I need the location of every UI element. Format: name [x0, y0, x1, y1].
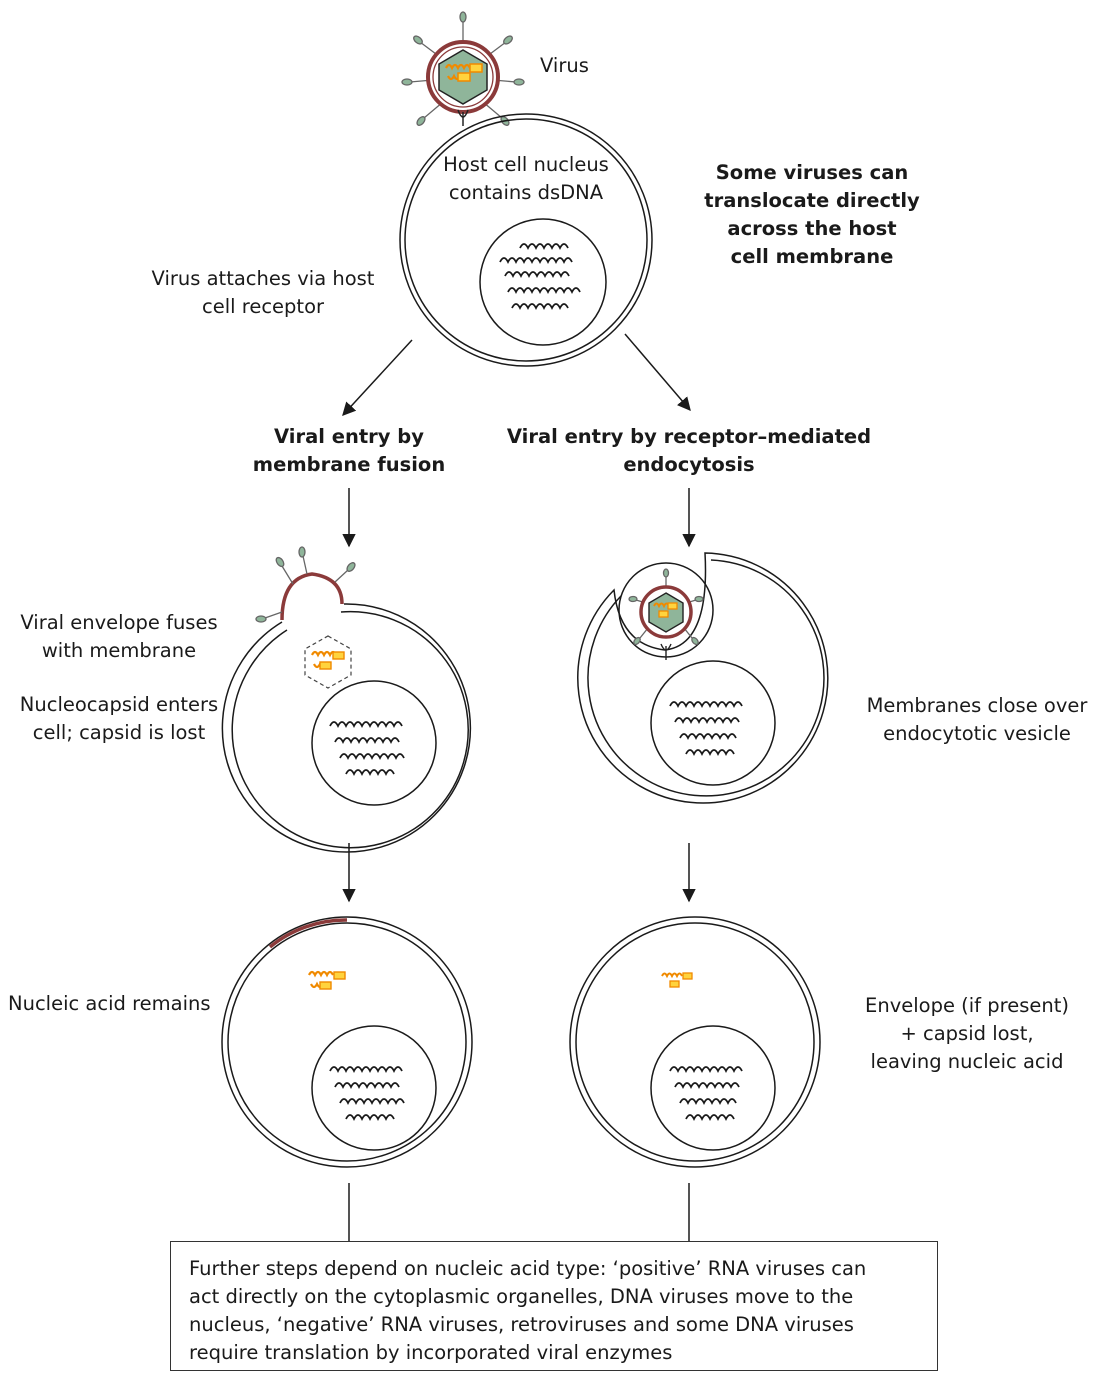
attach-line-2: cell receptor [201, 295, 325, 318]
envelope-lost-line-1: Envelope (if present) [865, 994, 1069, 1017]
nucleocapsid-line-1: Nucleocapsid enters [19, 693, 219, 716]
endo-title-line-1: Viral entry by receptor–mediated [506, 425, 872, 448]
footer-line-3: nucleus, ‘negative’ RNA viruses, retrovi… [189, 1313, 854, 1336]
virus-particle [401, 11, 525, 126]
fusion-title-line-1: Viral entry by [274, 425, 424, 448]
endocytosis-cell-final [569, 916, 821, 1168]
arrow-to-fusion [342, 339, 413, 416]
envelope-lost-label: Envelope (if present) + capsid lost, lea… [852, 992, 1082, 1076]
final-right-nucleus [650, 1025, 776, 1151]
envelope-fuses-line-1: Viral envelope fuses [20, 611, 218, 634]
virus-label: Virus [540, 54, 589, 77]
translocate-line-2: translocate directly [704, 189, 920, 212]
attach-line-1: Virus attaches via host [151, 267, 375, 290]
endo-nucleus [650, 660, 776, 786]
further-steps-box: Further steps depend on nucleic acid typ… [170, 1241, 938, 1371]
nucleocapsid-line-2: cell; capsid is lost [32, 721, 206, 744]
fusion-cell [221, 546, 472, 853]
footer-line-1: Further steps depend on nucleic acid typ… [189, 1257, 867, 1280]
nucleic-remains-label: Nucleic acid remains [8, 992, 211, 1015]
envelope-fuses-label: Viral envelope fuses with membrane [4, 609, 234, 665]
host-nucleus-line-2: contains dsDNA [448, 181, 604, 204]
endocytosis-cell [577, 552, 829, 804]
fusion-nucleus [311, 680, 437, 806]
fusion-cell-final [221, 916, 473, 1168]
fusion-title-line-2: membrane fusion [252, 453, 446, 476]
dsdna-top [499, 243, 581, 311]
envelope-fuses-line-2: with membrane [41, 639, 197, 662]
membranes-close-line-2: endocytotic vesicle [883, 722, 1071, 745]
final-left-nucleus [311, 1025, 437, 1151]
attach-label: Virus attaches via host cell receptor [134, 265, 392, 321]
arrow-to-endocytosis [624, 333, 691, 412]
fusion-title: Viral entry by membrane fusion [244, 423, 454, 479]
envelope-lost-line-2: + capsid lost, [900, 1022, 1034, 1045]
translocate-line-3: across the host [727, 217, 897, 240]
membranes-close-line-1: Membranes close over [866, 694, 1088, 717]
host-nucleus-line-1: Host cell nucleus [443, 153, 609, 176]
footer-line-2: act directly on the cytoplasmic organell… [189, 1285, 854, 1308]
translocate-line-4: cell membrane [730, 245, 894, 268]
translocate-line-1: Some viruses can [715, 161, 909, 184]
membranes-close-label: Membranes close over endocytotic vesicle [852, 692, 1102, 748]
envelope-lost-line-3: leaving nucleic acid [870, 1050, 1064, 1073]
nucleocapsid-label: Nucleocapsid enters cell; capsid is lost [4, 691, 234, 747]
endocytosis-title: Viral entry by receptor–mediated endocyt… [478, 423, 900, 479]
host-cell [399, 113, 653, 367]
footer-line-4: require translation by incorporated vira… [189, 1341, 673, 1364]
host-nucleus-label: Host cell nucleus contains dsDNA [426, 151, 626, 207]
endo-title-line-2: endocytosis [623, 453, 755, 476]
translocate-label: Some viruses can translocate directly ac… [690, 159, 934, 271]
host-nucleus [479, 218, 607, 346]
